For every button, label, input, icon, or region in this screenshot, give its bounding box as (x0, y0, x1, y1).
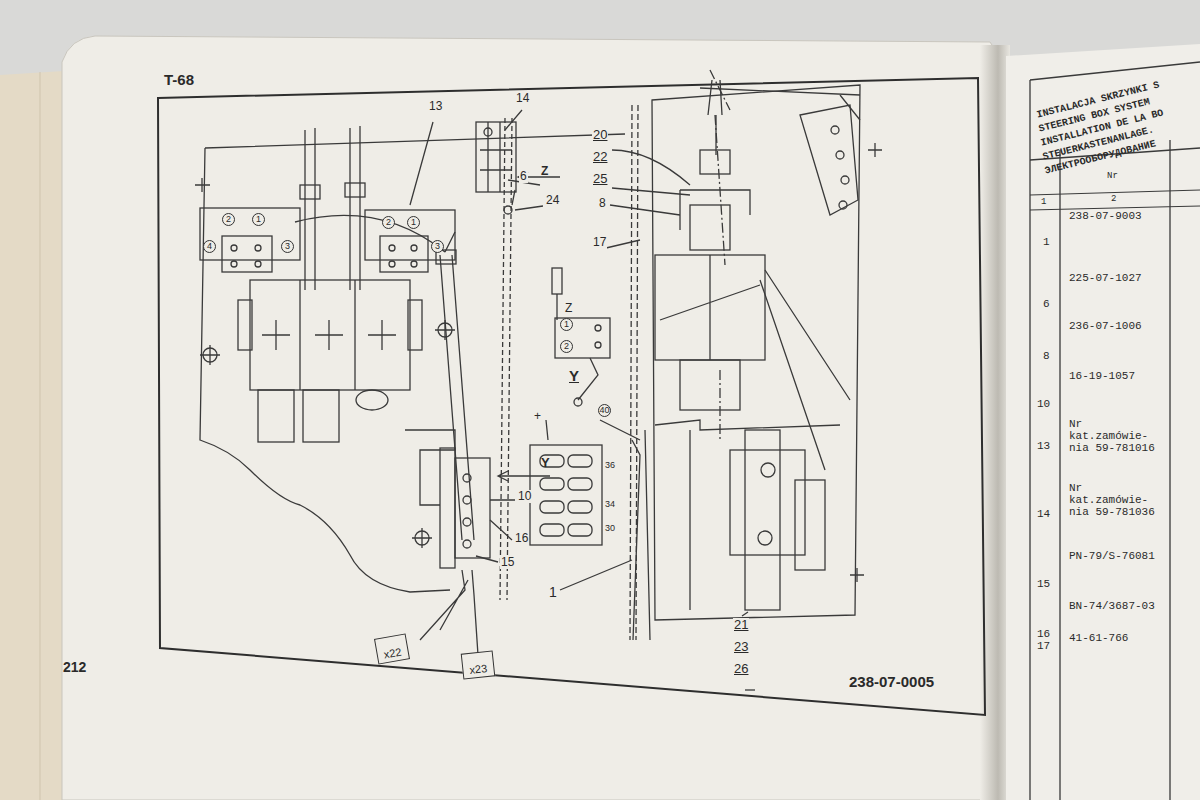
view-letter: Y (568, 368, 580, 385)
drawing-number: 238-07-0005 (848, 674, 935, 691)
page-label: T-68 (163, 72, 195, 89)
pin-number: 2 (560, 340, 573, 353)
table-cell: PN-79/S-76081 (1068, 550, 1156, 562)
callout-number: 8 (598, 197, 607, 210)
pin-number: 3 (281, 240, 294, 253)
table-cell: 14 (1036, 508, 1051, 520)
table-cell: 10 (1036, 398, 1051, 410)
pin-number: 30 (604, 524, 616, 534)
callout-number: 1 (548, 585, 558, 600)
table-cell: 1 (1042, 236, 1051, 248)
callout-number: 16 (514, 532, 529, 545)
table-header: Nr (1106, 172, 1119, 182)
pin-number: 1 (407, 216, 420, 229)
plug-label: x23 (469, 662, 488, 676)
table-header: 1 (1040, 198, 1047, 208)
table-cell: 8 (1042, 350, 1051, 362)
callout-number: 10 (517, 490, 532, 503)
connector-plug: x22 (374, 633, 410, 664)
callout-number: 24 (545, 194, 560, 207)
callout-number: 6 (519, 170, 528, 183)
pin-number: 2 (382, 216, 395, 229)
callout-number: 14 (515, 92, 530, 105)
table-cell: 16-19-1057 (1068, 370, 1136, 382)
view-letter: Z (564, 302, 573, 315)
callout-number: 15 (500, 556, 515, 569)
callout-number: 17 (592, 236, 607, 249)
pin-number: 2 (222, 213, 235, 226)
pin-number: 1 (252, 213, 265, 226)
pin-number: 3 (431, 240, 444, 253)
view-letter: Y (540, 456, 551, 470)
pin-number: 40 (598, 404, 611, 417)
table-cell: 6 (1042, 298, 1051, 310)
table-cell: 17 (1036, 640, 1051, 652)
table-cell: 238-07-9003 (1068, 210, 1143, 222)
callout-number: 20 (592, 128, 608, 142)
table-cell: 15 (1036, 578, 1051, 590)
view-letter: Z (540, 165, 549, 178)
table-cell: 13 (1036, 440, 1051, 452)
callout-number: 21 (733, 618, 749, 632)
table-header: 2 (1110, 195, 1117, 205)
callout-number: 26 (733, 662, 749, 676)
pin-number: 1 (560, 318, 573, 331)
callout-number: 25 (592, 172, 608, 186)
pin-number: 4 (203, 240, 216, 253)
callout-number: 22 (592, 150, 608, 164)
pin-number: 34 (604, 500, 616, 510)
table-cell: 41-61-766 (1068, 632, 1129, 644)
callout-number: 13 (428, 100, 443, 113)
connector-plug: x23 (461, 650, 496, 679)
table-cell: BN-74/3687-03 (1068, 600, 1156, 612)
table-cell: 225-07-1027 (1068, 272, 1143, 284)
plug-label: x22 (383, 646, 403, 661)
table-cell: Nr kat.zamówie-nia 59-781036 (1068, 482, 1168, 518)
terminal-sign: + (533, 410, 542, 423)
table-cell: 16 (1036, 628, 1051, 640)
pin-number: 36 (604, 461, 616, 471)
table-cell: Nr kat.zamówie-nia 59-781016 (1068, 418, 1168, 454)
table-cell: 236-07-1006 (1068, 320, 1143, 332)
page-number: 212 (62, 660, 87, 675)
callout-number: 23 (733, 640, 749, 654)
